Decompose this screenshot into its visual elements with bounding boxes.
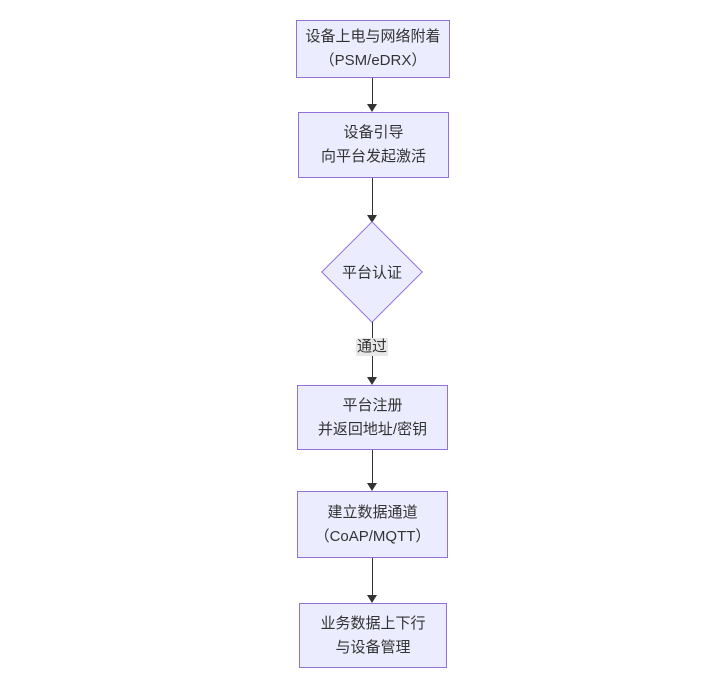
arrowhead-icon bbox=[367, 483, 377, 491]
node-label-line: 设备上电与网络附着 bbox=[305, 28, 441, 45]
node-label-line: 平台注册 bbox=[342, 396, 403, 414]
node-label-line: 向平台发起激活 bbox=[320, 148, 426, 165]
edge-line-2 bbox=[372, 178, 373, 216]
node-label-line: 建立数据通道 bbox=[327, 503, 418, 521]
node-label-line: （CoAP/MQTT） bbox=[314, 527, 431, 545]
arrowhead-icon bbox=[367, 215, 377, 223]
node-label-line: 平台认证 bbox=[341, 264, 403, 282]
node-bootstrap: 设备引导 向平台发起激活 bbox=[298, 112, 449, 178]
node-label-line: 并返回地址/密钥 bbox=[317, 420, 428, 438]
node-power-attach: 设备上电与网络附着 （PSM/eDRX） bbox=[296, 20, 450, 78]
node-business: 业务数据上下行 与设备管理 bbox=[299, 603, 447, 668]
node-data-channel: 建立数据通道 （CoAP/MQTT） bbox=[297, 491, 448, 558]
edge-line-5 bbox=[372, 558, 373, 596]
edge-line-4 bbox=[372, 450, 373, 484]
arrowhead-icon bbox=[367, 104, 377, 112]
arrowhead-icon bbox=[367, 595, 377, 603]
node-platform-auth: 平台认证 bbox=[321, 221, 423, 323]
edge-line-1 bbox=[372, 78, 373, 105]
edge-label-pass: 通过 bbox=[355, 338, 389, 356]
arrowhead-icon bbox=[367, 377, 377, 385]
node-register: 平台注册 并返回地址/密钥 bbox=[297, 385, 448, 450]
node-label-line: （PSM/eDRX） bbox=[319, 52, 427, 69]
node-label-line: 设备引导 bbox=[343, 124, 404, 141]
node-label-line: 业务数据上下行 bbox=[320, 614, 426, 632]
node-label-line: 与设备管理 bbox=[335, 638, 411, 656]
